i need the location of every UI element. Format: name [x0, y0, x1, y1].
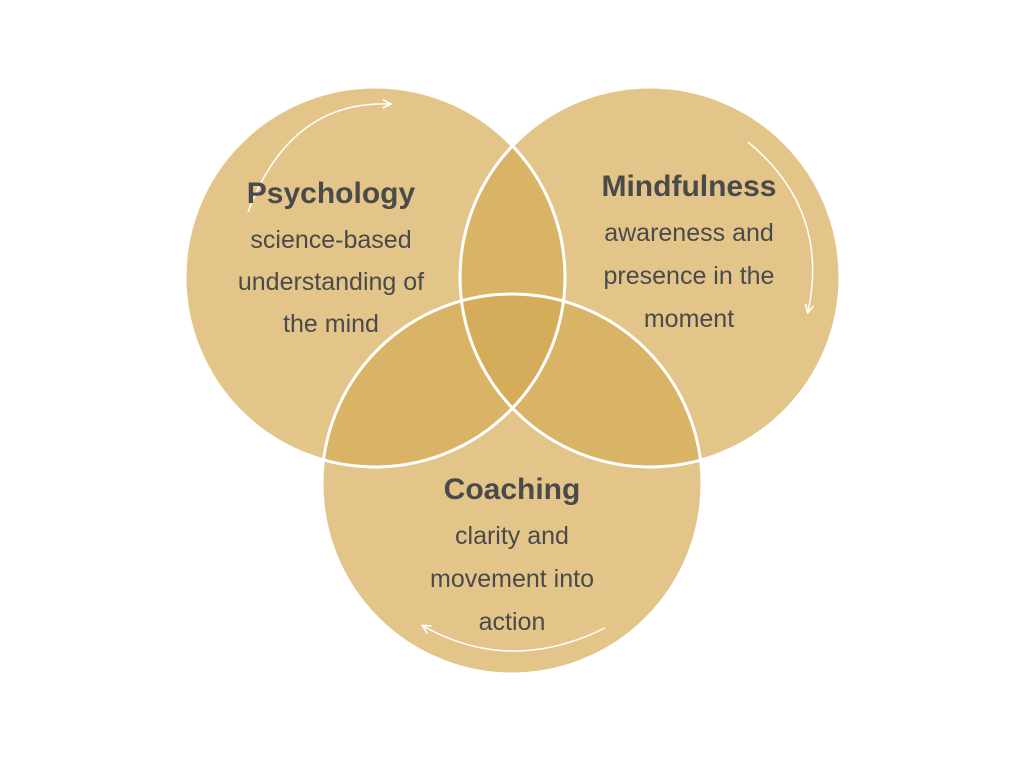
- overlap-psychology-coaching: [322, 294, 565, 467]
- mindfulness-title: Mindfulness: [601, 170, 776, 203]
- psychology-line-3: the mind: [283, 310, 379, 338]
- mindfulness-line-1: awareness and: [604, 219, 774, 247]
- outline-coaching: [320, 292, 704, 676]
- coaching-line-3: action: [479, 608, 546, 636]
- psychology-line-2: understanding of: [238, 268, 424, 296]
- arrow-coaching-icon: [423, 626, 606, 652]
- outline-psychology: [183, 85, 567, 469]
- mindfulness-line-3: moment: [644, 305, 734, 333]
- arrow-mindfulness-icon: [747, 141, 813, 312]
- coaching-line-2: movement into: [430, 565, 594, 593]
- arrow-psychology-icon: [247, 104, 390, 213]
- psychology-title: Psychology: [247, 177, 416, 210]
- mindfulness-line-2: presence in the: [604, 262, 775, 290]
- outline-mindfulness: [458, 85, 842, 469]
- coaching-title: Coaching: [444, 473, 581, 506]
- coaching-line-1: clarity and: [455, 522, 569, 550]
- overlap-mindfulness-coaching: [460, 294, 702, 467]
- psychology-line-1: science-based: [250, 226, 411, 254]
